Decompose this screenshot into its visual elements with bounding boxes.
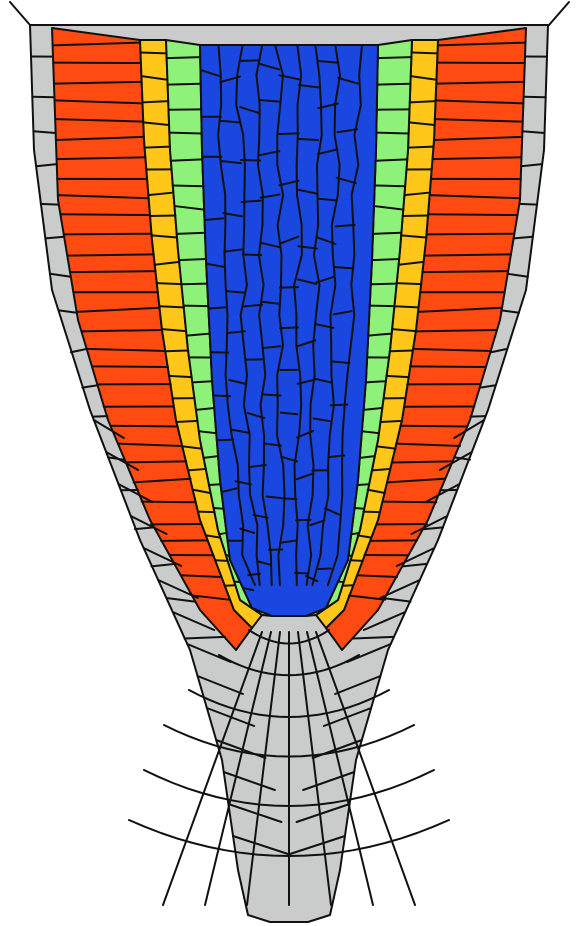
pericycle-wall-right — [377, 84, 410, 85]
endodermis-wall-left — [142, 101, 168, 102]
endodermis-wall-left — [157, 283, 182, 284]
pericycle-wall-left — [167, 57, 201, 58]
pericycle-wall-left — [169, 133, 201, 134]
cortex-wall-right — [383, 502, 437, 503]
endodermis-wall-right — [394, 306, 418, 307]
pericycle-wall-left — [219, 533, 227, 534]
cortex-wall-left — [70, 271, 155, 272]
top-frame-left — [10, 2, 30, 25]
endodermis-wall-left — [150, 215, 175, 216]
pericycle-wall-right — [373, 233, 401, 234]
cortex-wall-left — [111, 426, 178, 427]
endodermis-wall-left — [169, 376, 191, 377]
stele-cross-wall — [208, 307, 226, 308]
epidermis-wall-right — [520, 204, 538, 205]
pericycle-wall-left — [226, 555, 229, 556]
pericycle-wall-right — [348, 555, 351, 556]
endodermis-wall-left — [215, 560, 227, 561]
endodermis-wall-left — [141, 52, 167, 53]
cortex-wall-left — [67, 254, 153, 255]
cortex-wall-right — [370, 540, 416, 541]
cortex-wall-right — [428, 214, 518, 215]
pericycle-wall-right — [375, 186, 405, 187]
endodermis-wall-right — [410, 101, 436, 102]
cortex-wall-right — [392, 461, 452, 462]
pericycle-wall-right — [371, 284, 397, 285]
pericycle-wall-right — [372, 259, 399, 260]
endodermis-wall-right — [403, 215, 428, 216]
endodermis-wall-right — [390, 351, 413, 352]
pericycle-wall-right — [354, 508, 364, 509]
pericycle-wall-left — [214, 508, 224, 509]
endodermis-wall-left — [166, 351, 189, 352]
cortex-wall-left — [93, 366, 168, 367]
endodermis-wall-right — [412, 52, 438, 53]
cortex-wall-right — [400, 426, 467, 427]
stele-cross-wall — [241, 160, 260, 161]
stele-cross-wall — [242, 201, 261, 202]
stele-cross-wall — [279, 133, 298, 134]
epidermis-wall-right — [524, 97, 546, 98]
stele-cross-wall — [299, 139, 318, 140]
endodermis-wall-right — [381, 421, 402, 422]
pericycle-wall-left — [168, 84, 201, 85]
pericycle-wall-left — [181, 284, 207, 285]
stele-cross-wall — [280, 287, 298, 288]
cortex-wall-right — [424, 254, 510, 255]
pericycle-wall-right — [376, 133, 408, 134]
endodermis-wall-right — [408, 147, 433, 148]
cortex-wall-right — [422, 271, 507, 272]
cortex-wall-left — [142, 502, 196, 503]
pericycle-wall-right — [366, 381, 386, 382]
epidermis-wall-left — [41, 204, 59, 205]
endodermis-wall-right — [397, 283, 422, 284]
stele-cross-wall — [336, 225, 355, 226]
stele-cross-wall — [331, 405, 348, 406]
stele-cross-wall — [335, 267, 353, 268]
endodermis-wall-right — [386, 376, 408, 377]
cortex-wall-left — [126, 461, 186, 462]
stele-cross-wall — [282, 498, 297, 499]
stele-cross-wall — [243, 255, 261, 256]
endodermis-wall-left — [145, 147, 170, 148]
cortex-wall-right — [416, 330, 497, 331]
stele-cross-wall — [217, 440, 233, 441]
pericycle-wall-left — [177, 233, 205, 234]
pericycle-wall-left — [179, 259, 206, 260]
cortex-wall-left — [81, 330, 162, 331]
pericycle-wall-left — [209, 484, 221, 485]
stele-cross-wall — [213, 396, 230, 397]
endodermis-wall-left — [160, 306, 184, 307]
pericycle-wall-right — [357, 484, 369, 485]
pericycle-wall-left — [173, 186, 203, 187]
stele-cross-wall — [264, 395, 281, 396]
pericycle-wall-left — [192, 381, 212, 382]
epidermis-wall-left — [32, 97, 54, 98]
cortex-wall-right — [426, 234, 514, 235]
endodermis-wall-left — [176, 421, 197, 422]
cortex-wall-right — [410, 366, 485, 367]
top-frame-right — [549, 2, 569, 25]
cortex-wall-left — [60, 214, 150, 215]
stele-cross-wall — [280, 327, 298, 328]
endodermis-wall-right — [350, 560, 362, 561]
pericycle-wall-right — [378, 57, 412, 58]
cortex-wall-left — [64, 234, 152, 235]
stele-cross-wall — [295, 573, 307, 574]
cortex-wall-left — [161, 540, 207, 541]
pericycle-wall-right — [351, 533, 359, 534]
